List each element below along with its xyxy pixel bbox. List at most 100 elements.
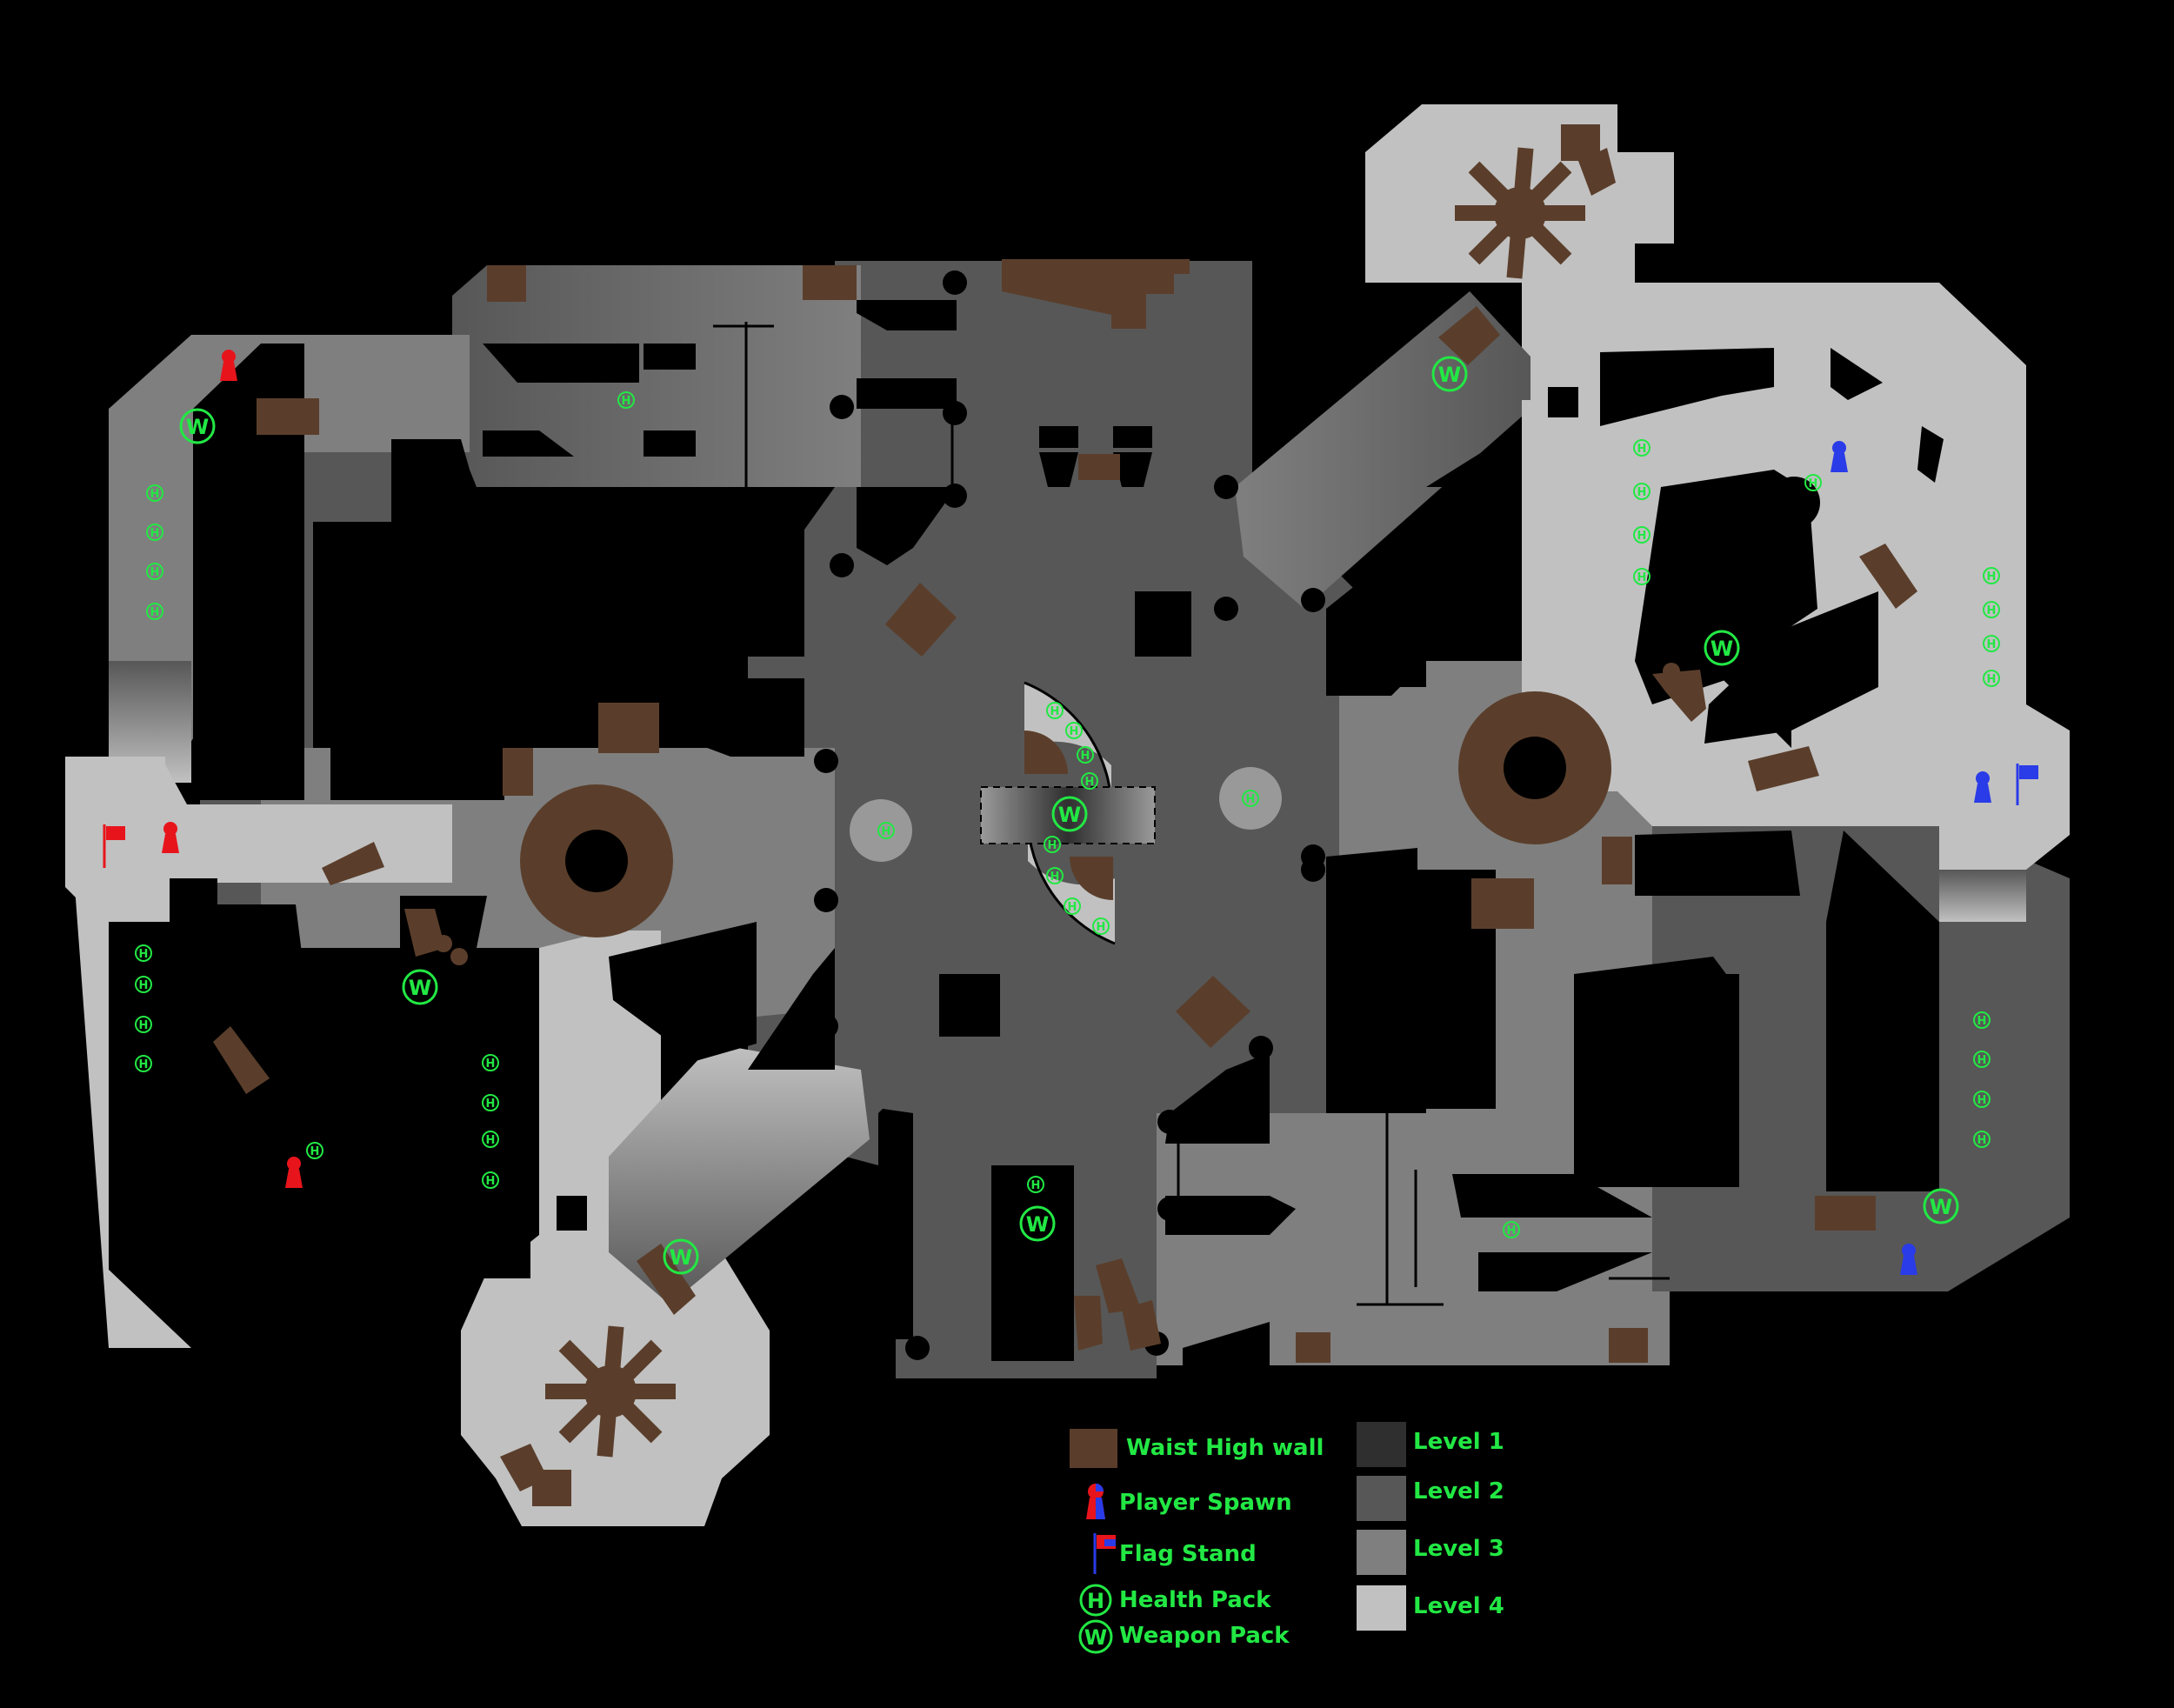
health-icon: H [1973,1091,1991,1108]
svg-text:W: W [1026,1212,1049,1237]
health-icon: H [1077,746,1094,764]
svg-text:W: W [1438,363,1461,387]
svg-text:H: H [1977,1054,1987,1067]
level-2-swatch [1357,1476,1406,1521]
svg-text:H: H [1081,750,1090,763]
svg-text:H: H [1087,1589,1104,1613]
svg-text:H: H [1977,1015,1987,1028]
health-icon: H [482,1171,499,1189]
svg-text:H: H [310,1145,320,1158]
svg-text:H: H [1987,638,1997,651]
svg-text:H: H [882,825,891,838]
svg-text:W: W [1711,637,1733,661]
svg-text:W: W [1084,1625,1107,1650]
red-flag-stand [103,824,125,868]
legend-waist-high-wall-label: Waist High wall [1126,1435,1324,1461]
red-spawns [162,350,303,1188]
svg-text:H: H [1637,530,1647,543]
west-wing-lower-left [109,661,191,783]
svg-text:H: H [1987,570,1997,584]
north-west-building-floor [452,265,861,487]
svg-text:H: H [150,488,160,501]
health-icon: H [146,484,163,502]
flag-stand-legend-icon [1093,1533,1116,1574]
svg-text:H: H [150,566,160,579]
svg-text:H: H [150,606,160,619]
svg-text:H: H [486,1134,496,1147]
level-3-swatch [1357,1530,1406,1575]
central-bridge [980,681,1156,945]
svg-text:H: H [1050,705,1060,718]
health-icon: H [135,944,152,962]
weapon-icon: W [1019,1205,1056,1242]
svg-text:H: H [622,395,631,408]
railings [713,322,1670,1306]
svg-text:W: W [1058,803,1081,827]
health-icon: H [482,1054,499,1071]
weapon-icon: W [1923,1188,1959,1224]
south-west-fan [545,1325,676,1458]
svg-text:H: H [1068,901,1077,914]
health-icon: H [1044,836,1061,853]
legend-weapon-pack-label: Weapon Pack [1119,1623,1290,1649]
health-icon: H [1983,635,2000,652]
health-icon: H [482,1094,499,1111]
health-icon: H [1027,1176,1044,1193]
weapon-pack-legend-icon: W [1078,1619,1113,1654]
health-packs: H H H H H H H H H H H H H H H H H H H H … [135,391,2000,1238]
svg-text:H: H [1637,486,1647,499]
blue-spawn-icon [1974,771,1991,803]
health-icon: H [1983,567,2000,584]
health-icon: H [482,1131,499,1148]
east-wing-lower [1939,870,2026,922]
svg-text:H: H [1637,443,1647,456]
svg-text:H: H [1977,1094,1987,1107]
svg-text:H: H [1987,673,1997,686]
svg-text:H: H [1246,793,1256,806]
svg-text:H: H [1085,776,1095,789]
svg-text:H: H [1050,871,1060,884]
health-icon: H [1804,474,1822,491]
blue-inner-corridor [1522,400,1600,661]
health-icon: H [1633,439,1651,457]
south-west-corridor [609,1044,870,1304]
blue-spawn-icon [1900,1244,1917,1275]
health-icon: H [1065,722,1083,739]
health-icon: H [1633,568,1651,585]
west-jump-pad [850,799,912,862]
weapon-icon: W [402,969,438,1005]
legend-level-2-label: Level 2 [1413,1478,1504,1505]
svg-text:H: H [1637,571,1647,584]
red-spawn-icon [162,822,179,853]
north-east-fan [1455,147,1585,279]
svg-text:W: W [670,1245,692,1270]
health-icon: H [306,1142,323,1159]
svg-text:H: H [139,948,149,961]
svg-text:W: W [409,976,431,1000]
health-icon: H [1064,897,1081,915]
east-jump-pad [1219,767,1282,830]
blue-spawns [1831,441,1991,1275]
blue-flag-stand [2016,764,2038,805]
health-icon: H [1983,670,2000,687]
weapon-icon: W [1431,356,1468,392]
red-spawn-icon [220,350,237,381]
svg-text:H: H [139,1058,149,1071]
health-pack-legend-icon: H [1079,1584,1112,1617]
svg-text:H: H [1987,604,1997,617]
red-base-outer-floor [65,757,661,1348]
svg-text:H: H [1809,477,1818,490]
svg-text:H: H [486,1175,496,1188]
weapon-icon: W [663,1238,699,1275]
health-icon: H [1633,526,1651,544]
health-icon: H [146,563,163,580]
blue-spawn-icon [1831,441,1848,472]
north-east-corridor [1235,291,1530,609]
health-icon: H [135,1055,152,1072]
waist-high-walls [213,124,1917,1506]
legend-level-4-label: Level 4 [1413,1593,1504,1619]
health-icon: H [1081,772,1098,790]
health-icon: H [877,822,895,839]
health-icon: H [1046,867,1064,884]
legend-player-spawn-label: Player Spawn [1119,1490,1292,1516]
